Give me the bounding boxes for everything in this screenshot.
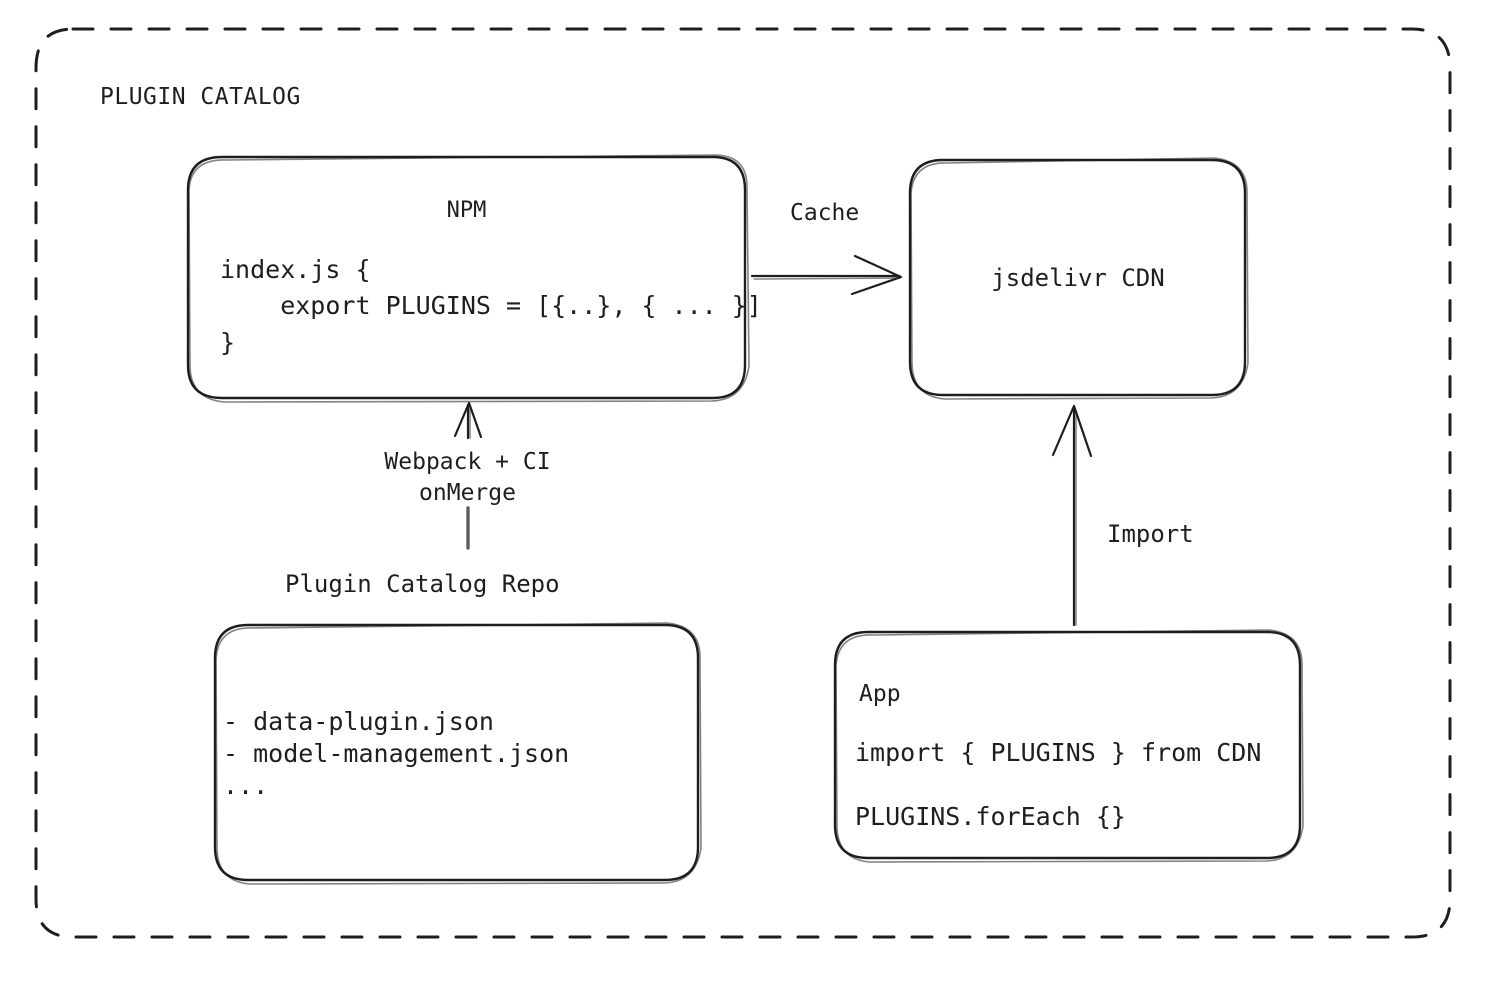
cache-arrow [750, 254, 903, 296]
repo-node-caption: Plugin Catalog Repo [285, 570, 560, 598]
repo-node-file-list: - data-plugin.json - model-management.js… [223, 707, 570, 800]
app-node-title: App [859, 681, 901, 707]
build-edge-label: Webpack + CI onMerge [384, 449, 551, 507]
plugin-catalog-container [34, 27, 1452, 939]
cache-edge-label: Cache [790, 200, 860, 226]
npm-node-code: index.js { export PLUGINS = [{..}, { ...… [220, 255, 762, 357]
cdn-node-title: jsdelivr CDN [991, 264, 1165, 292]
import-arrow [1051, 404, 1093, 627]
app-node-shape [833, 629, 1304, 863]
app-node-foreach-line: PLUGINS.forEach {} [855, 802, 1126, 831]
build-arrow [453, 401, 483, 550]
npm-node-shape [186, 154, 750, 403]
page-title: PLUGIN CATALOG [100, 84, 301, 110]
import-edge-label: Import [1107, 520, 1194, 548]
app-node-import-line: import { PLUGINS } from CDN [855, 738, 1262, 767]
repo-node-shape [213, 622, 702, 885]
npm-node-title: NPM [446, 198, 487, 223]
cdn-node-shape [908, 157, 1249, 400]
